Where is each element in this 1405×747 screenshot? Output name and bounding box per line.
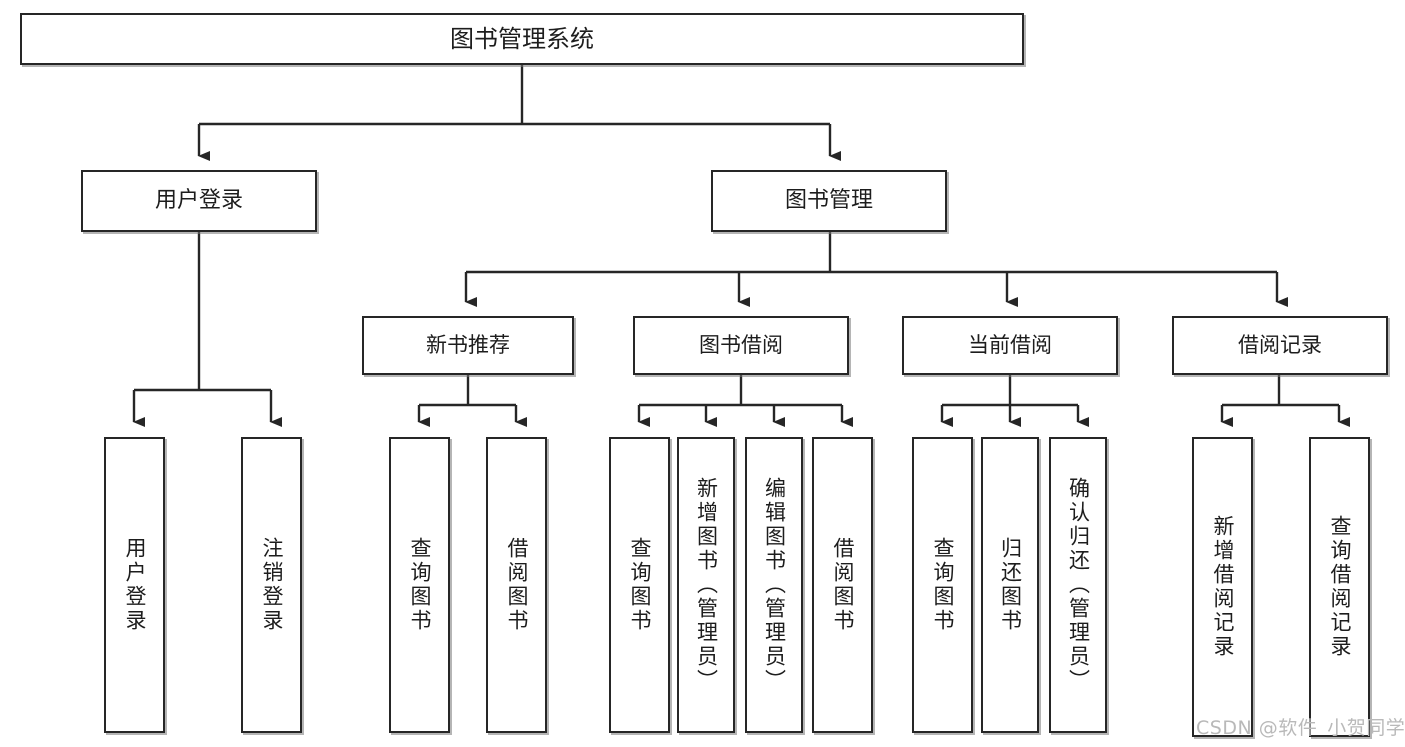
leaf-label: 查询借阅记录 — [1328, 515, 1352, 659]
node-label: 图书借阅 — [699, 333, 783, 357]
leaf-label: 新增图书（管理员） — [694, 477, 719, 693]
leaf-book-borrow-borrow-book[interactable]: 借阅图书 — [812, 437, 873, 733]
node-new-book-recommend[interactable]: 新书推荐 — [362, 316, 574, 375]
node-borrow-record[interactable]: 借阅记录 — [1172, 316, 1388, 375]
node-label: 新书推荐 — [426, 333, 510, 357]
leaf-book-borrow-edit-book-admin[interactable]: 编辑图书（管理员） — [745, 437, 803, 733]
leaf-label: 借阅图书 — [505, 537, 529, 633]
node-label: 当前借阅 — [968, 333, 1052, 357]
leaf-label: 查询图书 — [408, 537, 432, 633]
leaf-label: 查询图书 — [628, 537, 652, 633]
leaf-user-login-login[interactable]: 用户登录 — [104, 437, 165, 733]
leaf-new-book-query-book[interactable]: 查询图书 — [389, 437, 450, 733]
leaf-label: 编辑图书（管理员） — [762, 477, 787, 693]
node-user-login[interactable]: 用户登录 — [81, 170, 317, 232]
leaf-label: 注销登录 — [260, 537, 284, 633]
node-label: 用户登录 — [154, 188, 243, 213]
leaf-borrow-record-query-record[interactable]: 查询借阅记录 — [1309, 437, 1370, 737]
leaf-label: 用户登录 — [123, 537, 147, 633]
leaf-current-borrow-confirm-return-admin[interactable]: 确认归还（管理员） — [1049, 437, 1107, 733]
leaf-label: 新增借阅记录 — [1211, 515, 1235, 659]
node-root-book-management-system[interactable]: 图书管理系统 — [20, 13, 1024, 65]
leaf-new-book-borrow-book[interactable]: 借阅图书 — [486, 437, 547, 733]
leaf-book-borrow-query-book[interactable]: 查询图书 — [609, 437, 670, 733]
node-current-borrow[interactable]: 当前借阅 — [902, 316, 1118, 375]
leaf-label: 归还图书 — [998, 537, 1023, 633]
leaf-current-borrow-return-book[interactable]: 归还图书 — [981, 437, 1039, 733]
leaf-label: 查询图书 — [931, 537, 955, 633]
leaf-label: 借阅图书 — [831, 537, 855, 633]
node-book-management[interactable]: 图书管理 — [711, 170, 947, 232]
node-label: 图书管理 — [784, 188, 873, 213]
leaf-label: 确认归还（管理员） — [1066, 477, 1091, 693]
leaf-user-login-logout[interactable]: 注销登录 — [241, 437, 302, 733]
node-label: 图书管理系统 — [450, 25, 594, 53]
watermark-csdn: CSDN @软件_小贺同学 — [1196, 717, 1405, 739]
leaf-borrow-record-add-record[interactable]: 新增借阅记录 — [1192, 437, 1253, 737]
leaf-book-borrow-add-book-admin[interactable]: 新增图书（管理员） — [677, 437, 735, 733]
leaf-current-borrow-query-book[interactable]: 查询图书 — [912, 437, 973, 733]
node-book-borrow[interactable]: 图书借阅 — [633, 316, 849, 375]
node-label: 借阅记录 — [1238, 333, 1322, 357]
